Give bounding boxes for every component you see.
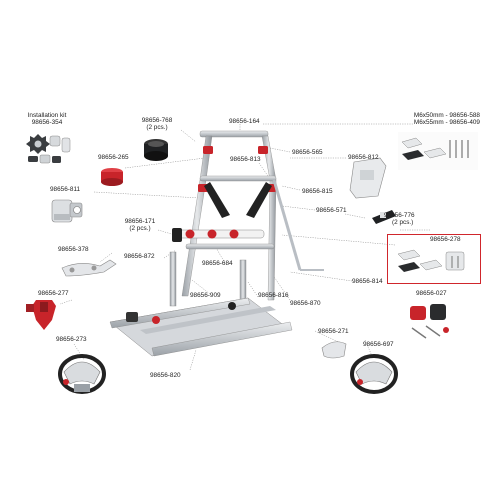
label-98656-776: 98656-776 bbox=[384, 212, 415, 219]
label-98656-027: 98656-027 bbox=[416, 290, 447, 297]
label-98656-277: 98656-277 bbox=[38, 290, 69, 297]
wheel-rails bbox=[109, 297, 293, 357]
label-98656-768-qty: (2 pcs.) bbox=[146, 124, 168, 131]
part-98656-697 bbox=[350, 354, 398, 394]
label-98656-171-qty: (2 pcs.) bbox=[129, 225, 151, 232]
part-98656-768 bbox=[144, 139, 168, 161]
label-98656-565: 98656-565 bbox=[292, 149, 323, 156]
label-98656-378: 98656-378 bbox=[58, 246, 89, 253]
label-98656-812: 98656-812 bbox=[348, 154, 379, 161]
label-98656-909: 98656-909 bbox=[190, 292, 221, 299]
label-98656-271: 98656-271 bbox=[318, 328, 349, 335]
label-install-kit-title: Installation kit bbox=[27, 112, 67, 119]
label-98656-815: 98656-815 bbox=[302, 188, 333, 195]
part-98656-265 bbox=[101, 168, 123, 186]
part-98656-271 bbox=[321, 341, 347, 359]
label-98656-171: 98656-171 bbox=[124, 218, 156, 225]
label-98656-697: 98656-697 bbox=[363, 341, 394, 348]
label-m6x50: M6x50mm - 98656-588 bbox=[413, 112, 480, 119]
label-98656-776-qty: (2 pcs.) bbox=[392, 219, 414, 226]
label-98656-872: 98656-872 bbox=[124, 253, 155, 260]
label-98656-265: 98656-265 bbox=[98, 154, 129, 161]
part-98656-776 bbox=[372, 210, 396, 224]
label-98656-273: 98656-273 bbox=[56, 336, 87, 343]
label-98656-164: 98656-164 bbox=[229, 118, 260, 125]
label-98656-571: 98656-571 bbox=[316, 207, 347, 214]
highlight-frame-98656-278 bbox=[387, 234, 481, 284]
part-m6-screw-set bbox=[398, 132, 478, 170]
part-98656-811 bbox=[51, 199, 83, 223]
label-98656-870: 98656-870 bbox=[290, 300, 321, 307]
part-98656-812 bbox=[349, 157, 387, 199]
bike-rack-frame bbox=[169, 130, 324, 315]
part-98656-278 bbox=[397, 249, 465, 272]
part-98656-277 bbox=[26, 300, 56, 330]
label-98656-820: 98656-820 bbox=[150, 372, 181, 379]
label-98656-278: 98656-278 bbox=[430, 236, 461, 243]
installation-kit-parts bbox=[26, 134, 71, 164]
label-install-kit-code: 98656-354 bbox=[31, 119, 63, 126]
label-98656-811: 98656-811 bbox=[50, 186, 81, 193]
part-98656-273 bbox=[58, 354, 106, 394]
part-98656-378 bbox=[61, 259, 117, 277]
part-98656-027 bbox=[410, 304, 449, 339]
label-98656-813: 98656-813 bbox=[230, 156, 261, 163]
label-m6x55: M6x55mm - 98656-409 bbox=[413, 119, 480, 126]
label-98656-814: 98656-814 bbox=[352, 278, 383, 285]
label-98656-768: 98656-768 bbox=[141, 117, 173, 124]
label-98656-816: 98656-816 bbox=[258, 292, 289, 299]
label-98656-684: 98656-684 bbox=[202, 260, 233, 267]
leader-lines bbox=[59, 123, 431, 371]
